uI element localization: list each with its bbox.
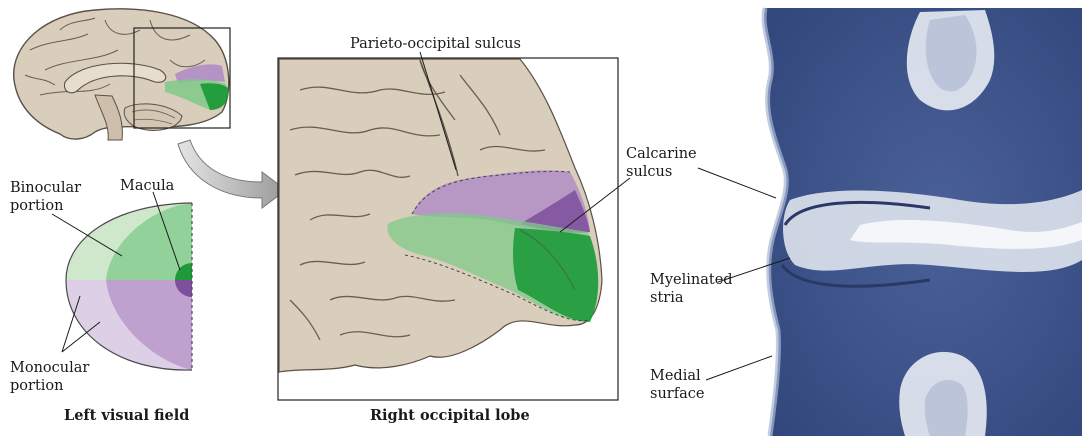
calcarine-label-line2: sulcus [626,164,672,180]
right-occipital-lobe-caption: Right occipital lobe [370,407,530,424]
medial-label-line2: surface [650,386,704,402]
binocular-label-line2: portion [10,198,63,214]
histology-section [761,7,1082,436]
occipital-lobe-panel [277,57,619,401]
left-visual-field [65,202,193,371]
myelinated-label-line2: stria [650,290,684,306]
left-visual-field-caption: Left visual field [64,407,189,424]
myelinated-label-line1: Myelinated [650,272,733,288]
parieto-occipital-label: Parieto-occipital sulcus [350,36,521,52]
monocular-label-line1: Monocular [10,360,89,376]
monocular-label-line2: portion [10,378,63,394]
macula-label: Macula [120,178,175,194]
medial-label-line1: Medial [650,368,701,384]
pointer-arrow [177,139,287,209]
binocular-label-line1: Binocular [10,180,81,196]
inset-box [133,27,231,129]
calcarine-label-line1: Calcarine [626,146,697,162]
small-brain-medial-view [13,8,231,141]
leader-lines [51,51,791,381]
